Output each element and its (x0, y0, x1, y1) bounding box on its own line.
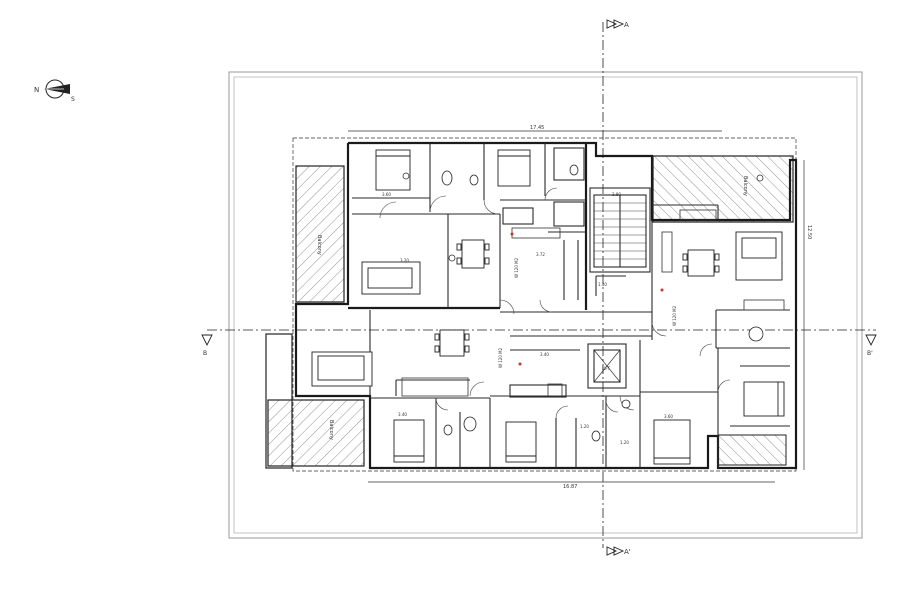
overall-dimensions (348, 130, 805, 483)
north-letter: N (34, 86, 39, 94)
sofa-furniture (311, 231, 783, 387)
room-dim-1: 3.60 (382, 192, 391, 197)
dim-bottom: 16.87 (563, 484, 577, 490)
balcony-label-3: Balcony (742, 176, 748, 196)
stair-treads (594, 202, 646, 260)
room-dim-9: 1.20 (620, 440, 629, 445)
section-label-b-right: B' (867, 350, 873, 357)
room-dim-2: 3.20 (400, 258, 409, 263)
section-label-a-top: A (624, 21, 629, 29)
dim-right: 12.50 (806, 225, 812, 239)
section-marker-a-bottom-icon: A' (606, 546, 631, 556)
sheet-inner-frame (233, 76, 858, 534)
lift-icon (593, 349, 621, 383)
south-letter: S (71, 96, 75, 103)
lift-label: LIFT (602, 366, 611, 371)
dining-table-furniture (434, 239, 720, 357)
section-marker-a-top-icon: A (606, 19, 629, 29)
section-marker-b-left-icon: B (201, 334, 213, 357)
room-dim-10: 1.20 (580, 424, 589, 429)
room-dim-5: 3.72 (536, 252, 545, 257)
section-label-b-left: B (203, 350, 207, 357)
sheet-outer-frame (228, 71, 863, 539)
dim-top: 17.45 (530, 125, 544, 131)
area-label-3: W 120 M2 (672, 305, 677, 326)
balcony-lower-left (267, 399, 365, 467)
room-dim-4: 1.40 (598, 282, 607, 287)
room-dim-7: 3.40 (398, 412, 407, 417)
room-dim-6: 3.40 (540, 352, 549, 357)
bathroom-fixtures (441, 164, 764, 442)
section-label-a-bottom: A' (624, 548, 631, 556)
balcony-top-right (652, 155, 794, 223)
balcony-label-1: Balcony (316, 235, 322, 255)
balcony-upper-left (295, 165, 345, 303)
north-arrow-icon: N S (34, 79, 75, 103)
bed-furniture (375, 149, 785, 465)
room-dim-8: 3.60 (664, 414, 673, 419)
kitchen-counters (401, 172, 785, 397)
balcony-left-strip (265, 333, 293, 469)
section-marker-b-right-icon: B' (865, 334, 877, 357)
area-label-2: W 120 M2 (498, 347, 503, 368)
area-label-1: W 120 M2 (514, 257, 519, 278)
door-swings (379, 187, 731, 419)
room-dim-3: 2.80 (612, 192, 621, 197)
balcony-label-2: Balcony (328, 420, 334, 440)
balcony-bottom-right (717, 434, 787, 466)
red-markers (510, 232, 664, 366)
